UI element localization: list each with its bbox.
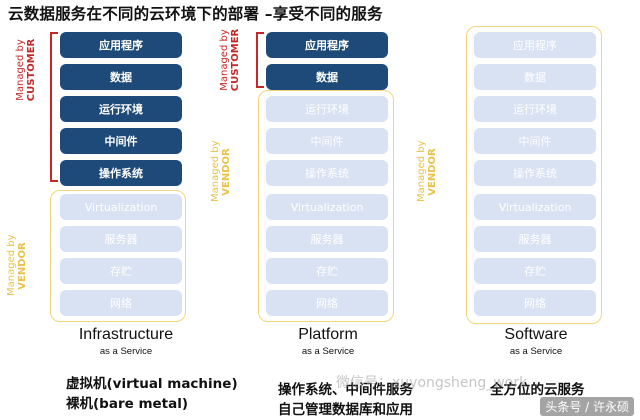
iaas-desc-line1: 虚拟机(virtual machine): [66, 376, 238, 392]
saas-layer-network: 网络: [474, 290, 596, 316]
paas-layer-runtime: 运行环境: [266, 96, 388, 122]
paas-layer-os: 操作系统: [266, 160, 388, 186]
iaas-stack: 应用程序 数据 运行环境 中间件 操作系统 Virtualization 服务器…: [60, 32, 182, 322]
paas-vendor-frame: [258, 90, 394, 322]
saas-layer-runtime: 运行环境: [474, 96, 596, 122]
paas-name: Platform: [298, 326, 358, 343]
saas-layer-apps: 应用程序: [474, 32, 596, 58]
page-title: 云数据服务在不同的云环境下的部署 –享受不同的服务: [8, 5, 383, 23]
iaas-description: 虚拟机(virtual machine) 裸机(bare metal): [66, 374, 238, 414]
paas-layer-virtualization: Virtualization: [266, 194, 388, 220]
paas-layer-data: 数据: [266, 64, 388, 90]
iaas-layer-middleware: 中间件: [60, 128, 182, 154]
saas-layer-storage: 存贮: [474, 258, 596, 284]
paas-layer-network: 网络: [266, 290, 388, 316]
saas-vendor-frame: [466, 26, 602, 324]
paas-layer-servers: 服务器: [266, 226, 388, 252]
iaas-layer-virtualization: Virtualization: [60, 194, 182, 220]
author-credit: 头条号 / 许永硕: [540, 397, 634, 416]
saas-layer-middleware: 中间件: [474, 128, 596, 154]
paas-layer-middleware: 中间件: [266, 128, 388, 154]
iaas-layer-servers: 服务器: [60, 226, 182, 252]
iaas-layer-runtime: 运行环境: [60, 96, 182, 122]
iaas-customer-bracket: [50, 32, 58, 182]
paas-sub: as a Service: [301, 346, 355, 357]
saas-layer-virtualization: Virtualization: [474, 194, 596, 220]
saas-stack: 应用程序 数据 运行环境 中间件 操作系统 Virtualization 服务器…: [474, 32, 596, 322]
saas-name: Software: [504, 326, 568, 343]
saas-desc-line1: 全方位的云服务: [490, 382, 585, 398]
iaas-vendor-frame: [50, 190, 186, 322]
wechat-watermark: 微信号：xuyongsheng_work: [336, 375, 528, 391]
paas-desc-line1: 操作系统、中间件服务: [278, 382, 413, 398]
paas-desc-line2: 自己管理数据库和应用: [278, 402, 413, 418]
saas-sub: as a Service: [509, 346, 563, 357]
iaas-desc-line2: 裸机(bare metal): [66, 396, 189, 412]
iaas-layer-data: 数据: [60, 64, 182, 90]
iaas-layer-network: 网络: [60, 290, 182, 316]
iaas-layer-storage: 存贮: [60, 258, 182, 284]
iaas-name: Infrastructure: [78, 326, 174, 343]
saas-layer-data: 数据: [474, 64, 596, 90]
saas-description: 全方位的云服务: [490, 380, 585, 400]
paas-layer-storage: 存贮: [266, 258, 388, 284]
paas-customer-bracket: [256, 32, 264, 88]
saas-layer-os: 操作系统: [474, 160, 596, 186]
iaas-layer-apps: 应用程序: [60, 32, 182, 58]
paas-layer-apps: 应用程序: [266, 32, 388, 58]
paas-stack: 应用程序 数据 运行环境 中间件 操作系统 Virtualization 服务器…: [266, 32, 388, 322]
paas-description: 操作系统、中间件服务 自己管理数据库和应用: [278, 380, 413, 420]
saas-layer-servers: 服务器: [474, 226, 596, 252]
iaas-sub: as a Service: [99, 346, 153, 357]
iaas-layer-os: 操作系统: [60, 160, 182, 186]
